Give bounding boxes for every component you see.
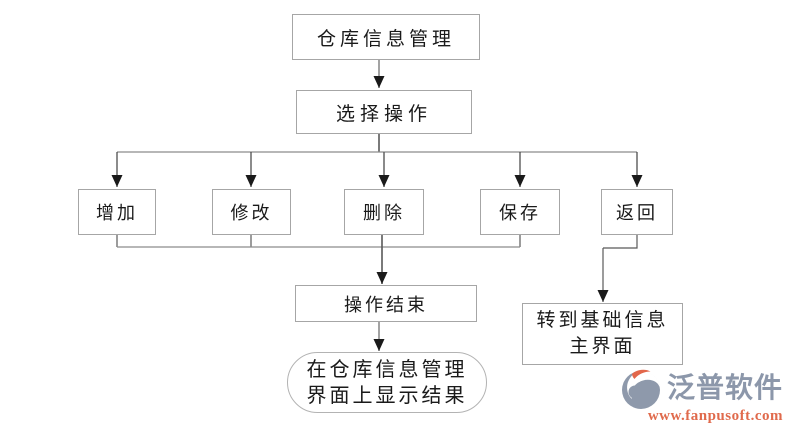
node-label-line1: 在仓库信息管理 <box>306 358 468 381</box>
node-label: 返回 <box>616 203 658 223</box>
node-goto-basic-info-main: 转到基础信息 主界面 <box>522 303 683 365</box>
node-delete: 删除 <box>344 189 424 235</box>
watermark-brand-row: 泛普软件 <box>619 368 783 410</box>
node-label: 选择操作 <box>335 103 432 125</box>
node-return: 返回 <box>601 189 673 235</box>
node-label: 仓库信息管理 <box>316 28 455 50</box>
node-label-line2: 界面上显示结果 <box>306 384 468 407</box>
node-save: 保存 <box>480 189 560 235</box>
node-label: 修改 <box>230 203 273 223</box>
node-label: 操作结束 <box>344 294 428 315</box>
node-label: 保存 <box>499 203 541 223</box>
node-label-line2: 主界面 <box>569 336 636 357</box>
watermark-brand-text: 泛普软件 <box>666 373 783 404</box>
node-add: 增加 <box>78 189 156 235</box>
node-warehouse-info-management: 仓库信息管理 <box>292 14 480 60</box>
node-label-line1: 转到基础信息 <box>536 310 669 331</box>
node-select-operation: 选择操作 <box>296 90 472 134</box>
fanpu-logo-icon <box>621 369 660 409</box>
node-label: 增加 <box>96 203 138 223</box>
node-operation-end: 操作结束 <box>295 285 477 322</box>
node-display-result-terminator: 在仓库信息管理 界面上显示结果 <box>287 352 487 413</box>
edge-back-elbow <box>603 235 638 249</box>
node-label: 删除 <box>363 203 405 223</box>
watermark-url: www.fanpusoft.com <box>647 408 783 424</box>
watermark: 泛普软件 www.fanpusoft.com <box>619 368 783 425</box>
node-modify: 修改 <box>212 189 291 235</box>
